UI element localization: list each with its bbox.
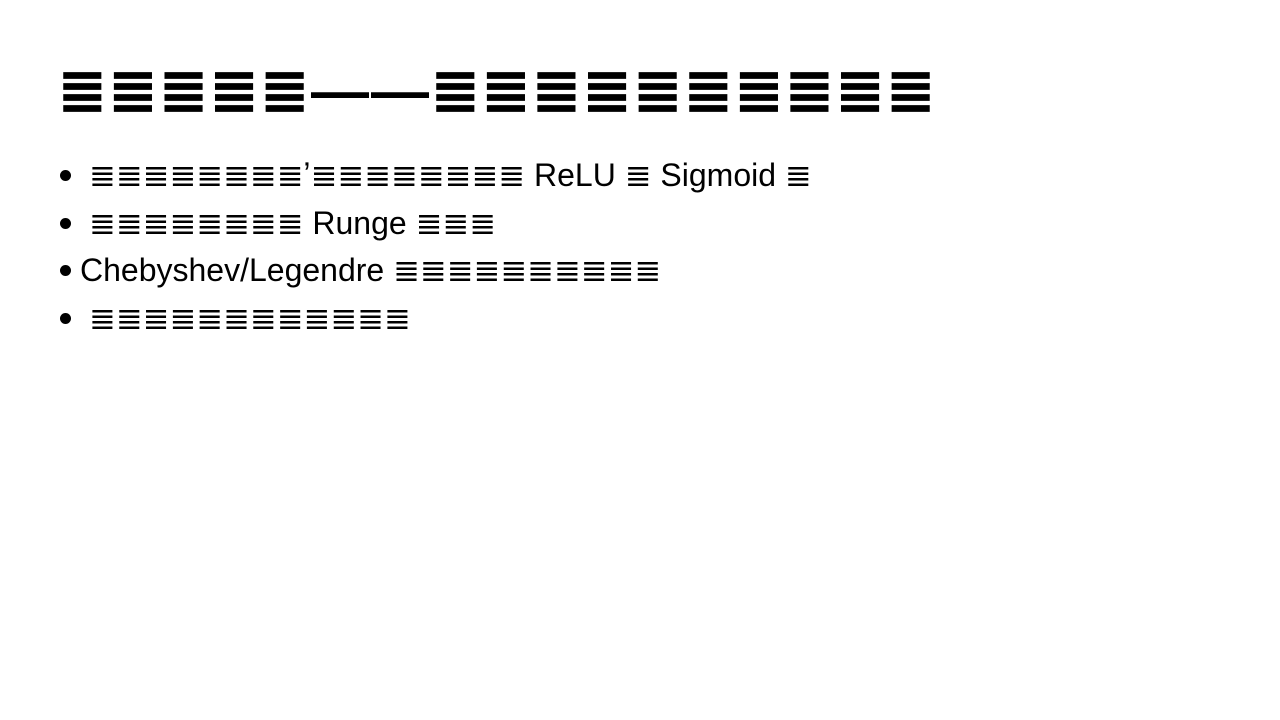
list-item-text: ≣≣≣≣≣≣≣≣ Runge ≣≣≣ [89,204,497,241]
list-item: ≣≣≣≣≣≣≣≣ʼ≣≣≣≣≣≣≣≣ ReLU ≣ Sigmoid ≣ [58,152,812,200]
bullet-list: ≣≣≣≣≣≣≣≣ʼ≣≣≣≣≣≣≣≣ ReLU ≣ Sigmoid ≣ ≣≣≣≣≣… [58,152,812,342]
list-item: ≣≣≣≣≣≣≣≣ Runge ≣≣≣ [58,200,812,248]
bullet-icon [60,170,71,182]
slide-title: ≣≣≣≣≣——≣≣≣≣≣≣≣≣≣≣ [58,59,937,124]
list-item: ≣≣≣≣≣≣≣≣≣≣≣≣ [58,295,812,343]
bullet-icon [60,312,71,324]
bullet-icon [60,265,71,277]
list-item-text: ≣≣≣≣≣≣≣≣≣≣≣≣ [89,299,411,336]
list-item: Chebyshev/Legendre ≣≣≣≣≣≣≣≣≣≣ [58,247,812,295]
list-item-text: ≣≣≣≣≣≣≣≣ʼ≣≣≣≣≣≣≣≣ ReLU ≣ Sigmoid ≣ [89,157,812,193]
list-item-text: Chebyshev/Legendre ≣≣≣≣≣≣≣≣≣≣ [80,252,662,288]
bullet-icon [60,217,71,229]
